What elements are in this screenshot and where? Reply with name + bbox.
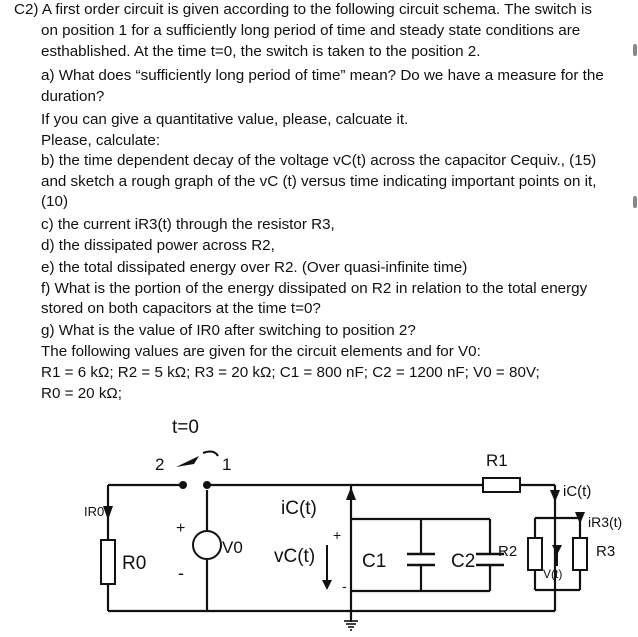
resistor-r3: R3 xyxy=(572,537,615,571)
resistor-r2-label: R2 xyxy=(498,543,517,560)
voltage-source-label: V0 xyxy=(222,538,243,557)
switch-time-label: t=0 xyxy=(172,417,199,438)
switch-contact-common xyxy=(203,481,211,489)
ic-arrow xyxy=(346,487,356,500)
resistor-r2-body xyxy=(527,537,543,571)
resistor-r1: R1 xyxy=(482,451,521,493)
resistor-r2: R2 xyxy=(498,537,543,571)
resistor-r0-body xyxy=(100,539,116,585)
vc-label: vC(t) xyxy=(274,546,315,567)
resistor-r0: R0 IR0 xyxy=(84,504,146,585)
switch-arrow xyxy=(176,456,199,467)
capacitor-c1-label: C1 xyxy=(362,551,386,572)
ir3-arrow xyxy=(575,512,585,524)
right-branch-currents: iC(t) iR3(t) V(t) xyxy=(543,483,622,581)
question-f-cont: stored on both capacitors at the time t=… xyxy=(41,300,321,317)
question-a: a) What does “sufficiently long period o… xyxy=(41,67,604,84)
capacitor-c2-label: C2 xyxy=(451,551,475,572)
switch-pos-2-label: 2 xyxy=(155,455,164,474)
switch-contact-2 xyxy=(179,481,187,489)
resistor-r3-body xyxy=(572,537,588,571)
switch-pos-1-label: 1 xyxy=(222,455,231,474)
scrollbar-marker-top xyxy=(633,44,637,56)
please-calculate: Please, calculate: xyxy=(41,132,161,149)
question-b-text: b) the time dependent decay of the volta… xyxy=(41,152,597,169)
given-values-r0: R0 = 20 kΩ; xyxy=(41,385,123,402)
switch-arc xyxy=(202,450,219,457)
capacitor-current: iC(t) xyxy=(281,487,356,519)
capacitor-c1 xyxy=(407,552,435,567)
vt-label: V(t) xyxy=(543,567,562,581)
circuit-wires xyxy=(106,483,582,622)
resistor-r0-label: R0 xyxy=(122,553,146,574)
voltage-source-symbol xyxy=(192,530,222,560)
question-e: e) the total dissipated energy over R2. … xyxy=(41,259,468,276)
problem-line-1: C2) A first order circuit is given accor… xyxy=(14,1,592,18)
scrollbar-marker-bottom xyxy=(633,196,637,208)
ic-right-label: iC(t) xyxy=(563,483,591,500)
source-plus-sign: + xyxy=(176,520,185,537)
question-g: g) What is the value of IR0 after switch… xyxy=(41,322,416,339)
question-b: b) the time dependent decay of the volta… xyxy=(41,151,596,172)
question-a-cont: duration? xyxy=(41,88,105,105)
switch: t=0 2 1 xyxy=(155,417,231,489)
question-a-note: If you can give a quantitative value, pl… xyxy=(41,111,409,128)
vc-arrow-head xyxy=(322,580,332,590)
vt-arrow-head xyxy=(552,545,562,555)
ic-label: iC(t) xyxy=(281,498,317,519)
source-minus-sign: - xyxy=(178,563,184,583)
question-b-cont: and sketch a rough graph of the vC (t) v… xyxy=(41,173,597,190)
question-d: d) the dissipated power across R2, xyxy=(41,237,275,254)
vc-plus-sign: + xyxy=(333,527,341,543)
vc-minus-sign: - xyxy=(342,578,347,594)
resistor-r1-label: R1 xyxy=(486,451,508,470)
ground-icon xyxy=(344,620,358,631)
question-b-points: (10) xyxy=(41,193,69,210)
ic-right-arrow xyxy=(550,490,560,502)
voltage-source-v0: V0 + - xyxy=(176,520,243,583)
problem-line-2: on position 1 for a sufficiently long pe… xyxy=(41,22,581,39)
problem-line-3: esthablished. At the time t=0, the switc… xyxy=(41,43,481,60)
question-f: f) What is the portion of the energy dis… xyxy=(41,280,588,297)
ir3-label: iR3(t) xyxy=(588,514,622,530)
resistor-r3-label: R3 xyxy=(596,543,615,560)
capacitor-voltage: vC(t) + - xyxy=(274,527,347,594)
given-values-intro: The following values are given for the c… xyxy=(41,343,481,360)
resistor-r1-body xyxy=(482,477,521,493)
given-values: R1 = 6 kΩ; R2 = 5 kΩ; R3 = 20 kΩ; C1 = 8… xyxy=(41,364,540,381)
ir0-label: IR0 xyxy=(84,504,104,519)
capacitor-c2 xyxy=(476,552,504,567)
question-c: c) the current iR3(t) through the resist… xyxy=(41,216,335,233)
ir0-arrow xyxy=(103,506,113,520)
